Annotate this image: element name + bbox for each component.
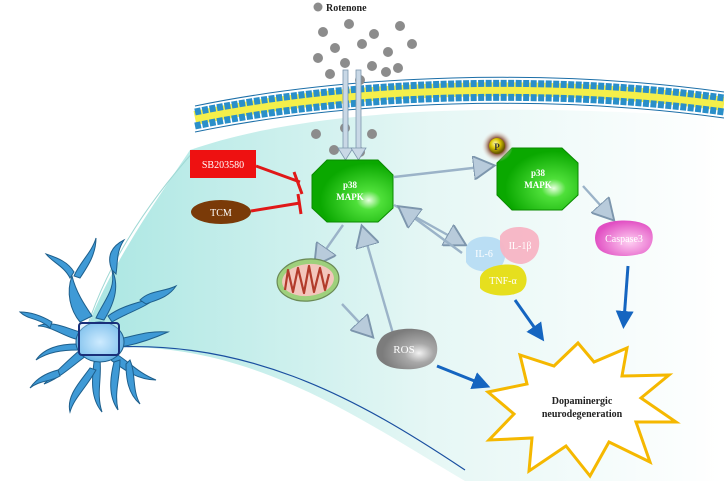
caspase3-node: Caspase3: [595, 220, 653, 256]
cell-membrane: [193, 76, 724, 133]
tnf-label: TNF-α: [489, 276, 517, 287]
tcm-oval: TCM: [191, 200, 251, 224]
caspase3-label: Caspase3: [605, 234, 643, 245]
outcome-arrows: [436, 265, 634, 390]
rotenone-entry-arrows: [337, 69, 367, 161]
ros-label: ROS: [393, 344, 414, 356]
cell-boundary: [77, 346, 466, 471]
rotenone-label: Rotenone: [326, 3, 367, 14]
il1b-blob: [500, 227, 540, 264]
sb203580-label: SB203580: [202, 160, 244, 171]
phosphate-label: P: [494, 142, 500, 152]
ros-node: ROS: [376, 328, 438, 370]
il6-blob: [466, 236, 506, 272]
tnf-blob: [480, 264, 527, 296]
p38-mapk-node: p38 MAPK: [311, 159, 394, 223]
phospho-p38-mapk-node: p38 MAPK: [496, 147, 579, 211]
sb203580-inhibition: [255, 164, 304, 195]
tcm-label: TCM: [210, 208, 232, 219]
neuron-cell: [18, 237, 178, 414]
cytokines: IL-6 IL-1β TNF-α: [466, 227, 540, 296]
sb203580-box: SB203580: [190, 150, 256, 178]
pathway-arrows: [317, 166, 611, 337]
mitochondrion: [276, 258, 340, 302]
tcm-inhibition: [250, 193, 303, 215]
p38p-label-line1: p38: [531, 168, 546, 178]
neuron-zoom-box: [78, 322, 120, 356]
cell-boundary-left: [79, 149, 196, 353]
rotenone-particles: [311, 2, 417, 157]
p38-label-line2: MAPK: [336, 192, 364, 202]
dopaminergic-burst: Dopaminergic neurodegeneration: [484, 340, 681, 479]
p38p-label-line2: MAPK: [524, 180, 552, 190]
p38-label-line1: p38: [343, 180, 358, 190]
phosphate-group: P: [481, 130, 513, 162]
il6-label: IL-6: [475, 249, 493, 260]
outcome-line2: neurodegeneration: [542, 409, 623, 420]
il1b-label: IL-1β: [509, 241, 532, 252]
outcome-line1: Dopaminergic: [552, 396, 613, 407]
